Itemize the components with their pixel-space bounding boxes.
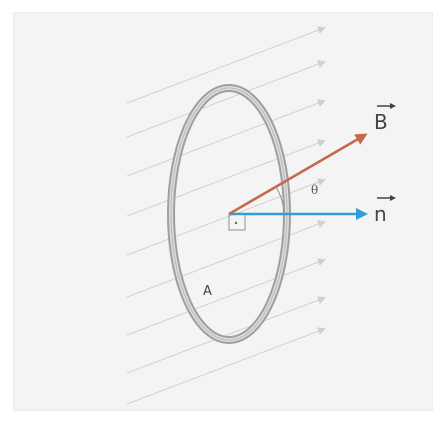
field-line [126,26,326,104]
right-angle-marker [228,214,246,231]
field-line [126,60,326,138]
magnetic-field-vector-arrow [228,133,368,216]
vector-n-accent-icon [377,195,396,201]
magnetic-field-lines [126,26,326,405]
vector-b-label: B [374,110,388,134]
field-line [126,258,326,336]
field-line [126,296,326,374]
vector-n-label: n [374,202,387,226]
vector-b-accent-icon [377,103,396,109]
field-line [126,327,326,405]
angle-label: θ [311,183,318,197]
angle-arc [275,186,285,215]
area-label: A [203,284,212,299]
field-line [126,139,326,217]
field-line [126,178,326,256]
field-line [126,220,326,298]
field-line [126,99,326,177]
